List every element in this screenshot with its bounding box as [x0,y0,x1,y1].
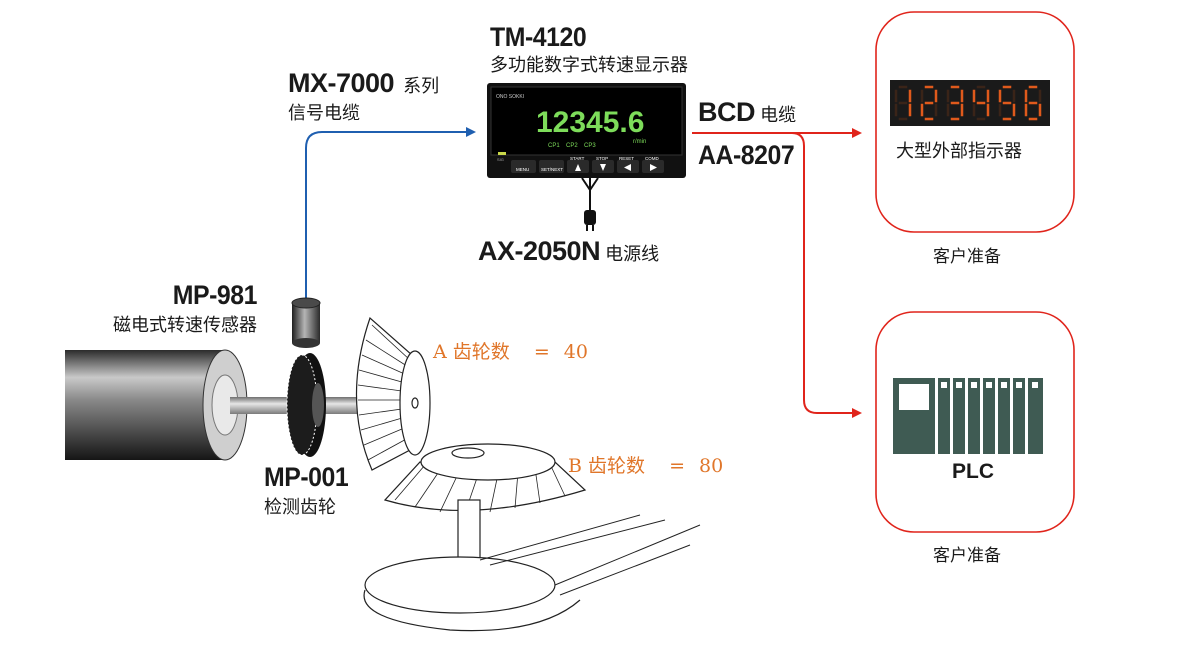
gear-desc: 检测齿轮 [264,497,336,518]
gear-a-eq: = [533,341,550,363]
cp1-label: CP1 [548,143,560,149]
gear-label: MP-001 检测齿轮 [264,462,356,519]
bcd-cable-label: BCD 电缆 [698,97,796,128]
cp2-label: CP2 [566,143,578,149]
brand-label: ONO SOKKI [496,94,524,100]
segment-digit [894,85,912,121]
up-arrow-icon [575,164,581,171]
detection-gear-icon [286,353,326,457]
sig-led [498,152,506,155]
plc-label: PLC [952,460,994,483]
gear-a-text: A 齿轮数 [433,341,510,363]
start-button-label: START [570,156,585,161]
down-arrow-icon [600,164,606,171]
menu-button[interactable] [511,160,536,173]
power-cable-suffix: 电源线 [605,244,660,265]
display-model-group: TM-4120 多功能数字式转速显示器 [490,22,688,77]
gear-a-label: A 齿轮数 = 40 [433,337,588,364]
bcd-cable-part: AA-8207 [698,140,795,170]
comd-button-label: COMD [645,156,659,161]
unit-label: r/min [633,139,646,145]
display-description: 多功能数字式转速显示器 [490,55,688,76]
signal-cable-model: MX-7000 [288,68,395,98]
bcd-cable-branch [791,132,862,418]
cp3-label: CP3 [584,143,596,149]
set-next-button-label: SET/NEXT [541,167,563,172]
magnetic-sensor-icon [291,297,321,348]
segment-digit [998,85,1016,121]
segment-digit [946,85,964,121]
power-cable-label: AX-2050N 电源线 [478,236,659,267]
reset-button-label: RESET [619,156,634,161]
sensor-model: MP-981 [172,280,258,310]
bcd-cable-suffix: 电缆 [760,105,797,126]
plc-caption: 客户准备 [933,546,1001,566]
signal-cable-suffix: 系列 [403,76,440,97]
external-indicator-caption: 客户准备 [933,247,1001,267]
gear-b-value: 80 [699,455,724,477]
sensor-desc: 磁电式转速传感器 [113,315,257,336]
display-model: TM-4120 [490,22,587,52]
sensor-label: MP-981 磁电式转速传感器 [0,280,257,337]
display-reading: 12345.6 [536,106,644,139]
plc-icon [893,378,1043,454]
right-arrow-icon [650,164,657,171]
segment-digit [972,85,990,121]
power-cable-model: AX-2050N [478,236,601,266]
gear-b-eq: = [669,455,685,477]
segment-digit [1024,85,1042,121]
gear-b-icon [363,443,701,632]
stop-button-label: STOP [596,156,608,161]
left-arrow-icon [624,164,631,171]
bcd-cable-model: BCD [698,97,756,127]
signal-cable-desc: 信号电缆 [288,103,360,124]
gear-a-value: 40 [563,341,588,363]
segment-digit [920,85,938,121]
set-next-button[interactable] [539,160,564,173]
signal-cable-line [305,127,476,300]
gear-a-icon [355,316,431,471]
signal-cable-label: MX-7000 系列 信号电缆 [288,68,439,125]
power-plug-icon [581,177,599,231]
motor-icon [65,349,360,461]
tm4120-display-unit: ONO SOKKI 12345.6 CP1 CP2 CP3 r/min SIG … [487,83,686,178]
sig-label: SIG [497,157,504,162]
external-indicator-label: 大型外部指示器 [896,141,1022,162]
gear-b-label: B 齿轮数 = 80 [568,451,723,478]
segment-display-icon [890,80,1050,126]
menu-button-label: MENU [516,167,529,172]
gear-b-text: B 齿轮数 [568,455,646,477]
gear-model: MP-001 [264,462,349,492]
